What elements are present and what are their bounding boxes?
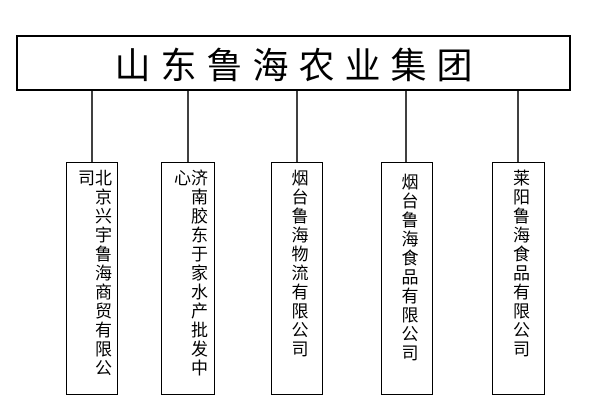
child-node-4: 烟台鲁海食品有限公司 <box>381 162 433 395</box>
child-node-5: 莱阳鲁海食品有限公司 <box>492 162 545 395</box>
child-label-4: 烟台鲁海食品有限公司 <box>397 173 418 363</box>
child-label-1: 北京兴宇鲁海商贸有限公司 <box>74 169 111 378</box>
root-node: 山东鲁海农业集团 <box>16 35 571 91</box>
root-title: 山东鲁海农业集团 <box>114 46 483 87</box>
child-node-1: 北京兴宇鲁海商贸有限公司 <box>66 162 118 395</box>
child-node-3: 烟台鲁海物流有限公司 <box>271 162 323 395</box>
child-label-3: 烟台鲁海物流有限公司 <box>287 169 308 359</box>
child-label-2: 济南胶东于家水产批发中心 <box>170 169 207 378</box>
child-label-5: 莱阳鲁海食品有限公司 <box>509 169 529 359</box>
child-node-2: 济南胶东于家水产批发中心 <box>161 162 215 395</box>
